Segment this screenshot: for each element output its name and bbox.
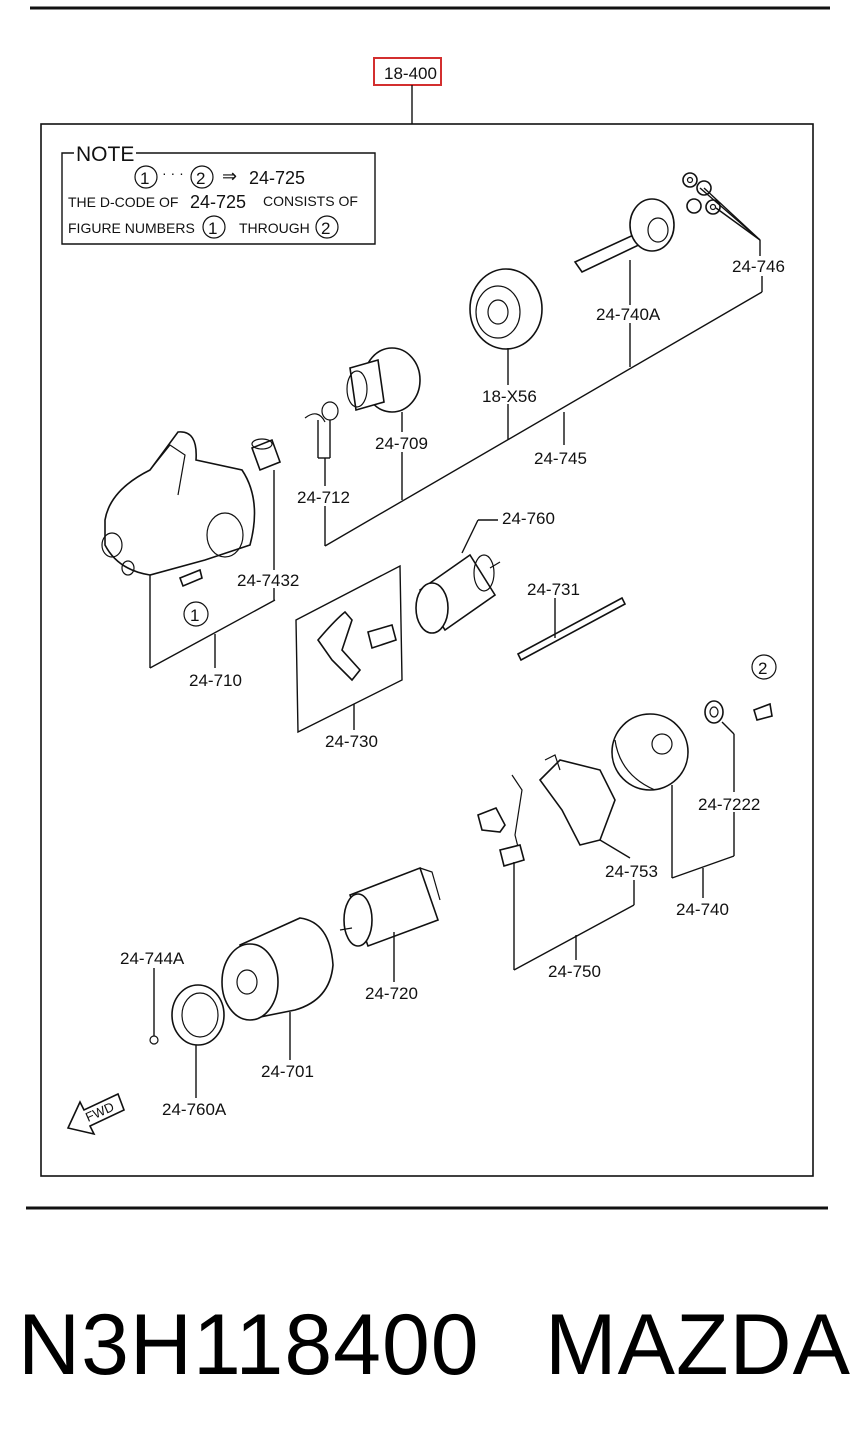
rear-cover-24-740[interactable] bbox=[611, 713, 689, 791]
front-housing-24-710[interactable] bbox=[101, 431, 256, 576]
shaft-24-740A[interactable] bbox=[573, 198, 675, 274]
note-box: NOTE 1 · · · 2 ⇒ 24-725 THE D-CODE OF 24… bbox=[61, 143, 376, 245]
through-bolt-24-731[interactable] bbox=[516, 596, 627, 662]
note-line2-post: CONSISTS OF bbox=[263, 193, 358, 209]
fig-2-label: 2 bbox=[758, 659, 767, 678]
note-line3-circle-1: 1 bbox=[208, 219, 217, 238]
label-24-753: 24-753 bbox=[605, 862, 658, 881]
brush-leads-24-750[interactable] bbox=[477, 774, 525, 868]
solenoid-24-760[interactable] bbox=[415, 553, 501, 634]
starter-exploded-diagram: 18-400 NOTE 1 · · · 2 ⇒ 24-725 THE D-COD… bbox=[26, 6, 830, 1210]
note-circle-1: 1 bbox=[140, 169, 149, 188]
note-code: 24-725 bbox=[249, 168, 305, 188]
snap-ring-24-712[interactable] bbox=[304, 401, 339, 423]
bushing-24-7222[interactable] bbox=[704, 700, 724, 724]
note-circle-2: 2 bbox=[196, 169, 205, 188]
label-24-744A: 24-744A bbox=[120, 949, 185, 968]
label-24-701: 24-701 bbox=[261, 1062, 314, 1081]
label-24-710: 24-710 bbox=[189, 671, 242, 690]
label-24-720: 24-720 bbox=[365, 984, 418, 1003]
pinion-24-709[interactable] bbox=[346, 347, 421, 413]
lever-24-730[interactable] bbox=[316, 610, 397, 682]
label-18-X56: 18-X56 bbox=[482, 387, 537, 406]
brand-name: MAZDA bbox=[545, 1297, 851, 1393]
note-line2-code: 24-725 bbox=[190, 192, 246, 212]
pin-24-744A[interactable] bbox=[149, 968, 159, 1045]
note-line3-circle-2: 2 bbox=[321, 219, 330, 238]
note-line2-pre: THE D-CODE OF bbox=[68, 194, 178, 210]
label-24-730: 24-730 bbox=[325, 732, 378, 751]
label-24-746: 24-746 bbox=[732, 257, 785, 276]
grommet-24-760A[interactable] bbox=[171, 984, 225, 1046]
note-title: NOTE bbox=[76, 143, 134, 166]
label-24-7432: 24-7432 bbox=[237, 571, 299, 590]
note-line3-mid: THROUGH bbox=[239, 220, 310, 236]
label-24-7222: 24-7222 bbox=[698, 795, 760, 814]
label-24-709: 24-709 bbox=[375, 434, 428, 453]
part-number: N3H118400 bbox=[18, 1297, 480, 1393]
leader-lines bbox=[149, 187, 763, 1098]
label-24-740A: 24-740A bbox=[596, 305, 661, 324]
brush-holder-24-753[interactable] bbox=[538, 754, 616, 846]
header-ref-label: 18-400 bbox=[384, 64, 437, 83]
footer: N3H118400 MAZDA bbox=[0, 1290, 864, 1410]
fwd-arrow-icon: FWD bbox=[66, 1092, 126, 1136]
note-dots: · · · bbox=[162, 165, 184, 181]
fig-1-label: 1 bbox=[190, 606, 199, 625]
screw-fig-2[interactable]: 2 bbox=[751, 654, 777, 721]
note-arrow: ⇒ bbox=[222, 166, 237, 186]
clutch-18-X56[interactable] bbox=[469, 268, 543, 350]
bushing-24-7432[interactable] bbox=[250, 438, 282, 472]
pinion-gears-24-746[interactable] bbox=[682, 172, 721, 215]
screw-fig-1[interactable]: 1 bbox=[178, 568, 209, 627]
diagram-frame bbox=[40, 123, 814, 1177]
header-ref[interactable]: 18-400 bbox=[373, 57, 442, 86]
label-24-760A: 24-760A bbox=[162, 1100, 227, 1119]
note-line3-pre: FIGURE NUMBERS bbox=[68, 220, 195, 236]
label-24-760: 24-760 bbox=[502, 509, 555, 528]
label-24-740: 24-740 bbox=[676, 900, 729, 919]
label-24-731: 24-731 bbox=[527, 580, 580, 599]
label-24-712: 24-712 bbox=[297, 488, 350, 507]
label-24-750: 24-750 bbox=[548, 962, 601, 981]
yoke-24-701[interactable] bbox=[221, 917, 334, 1021]
armature-24-720[interactable] bbox=[339, 866, 441, 948]
label-24-745: 24-745 bbox=[534, 449, 587, 468]
